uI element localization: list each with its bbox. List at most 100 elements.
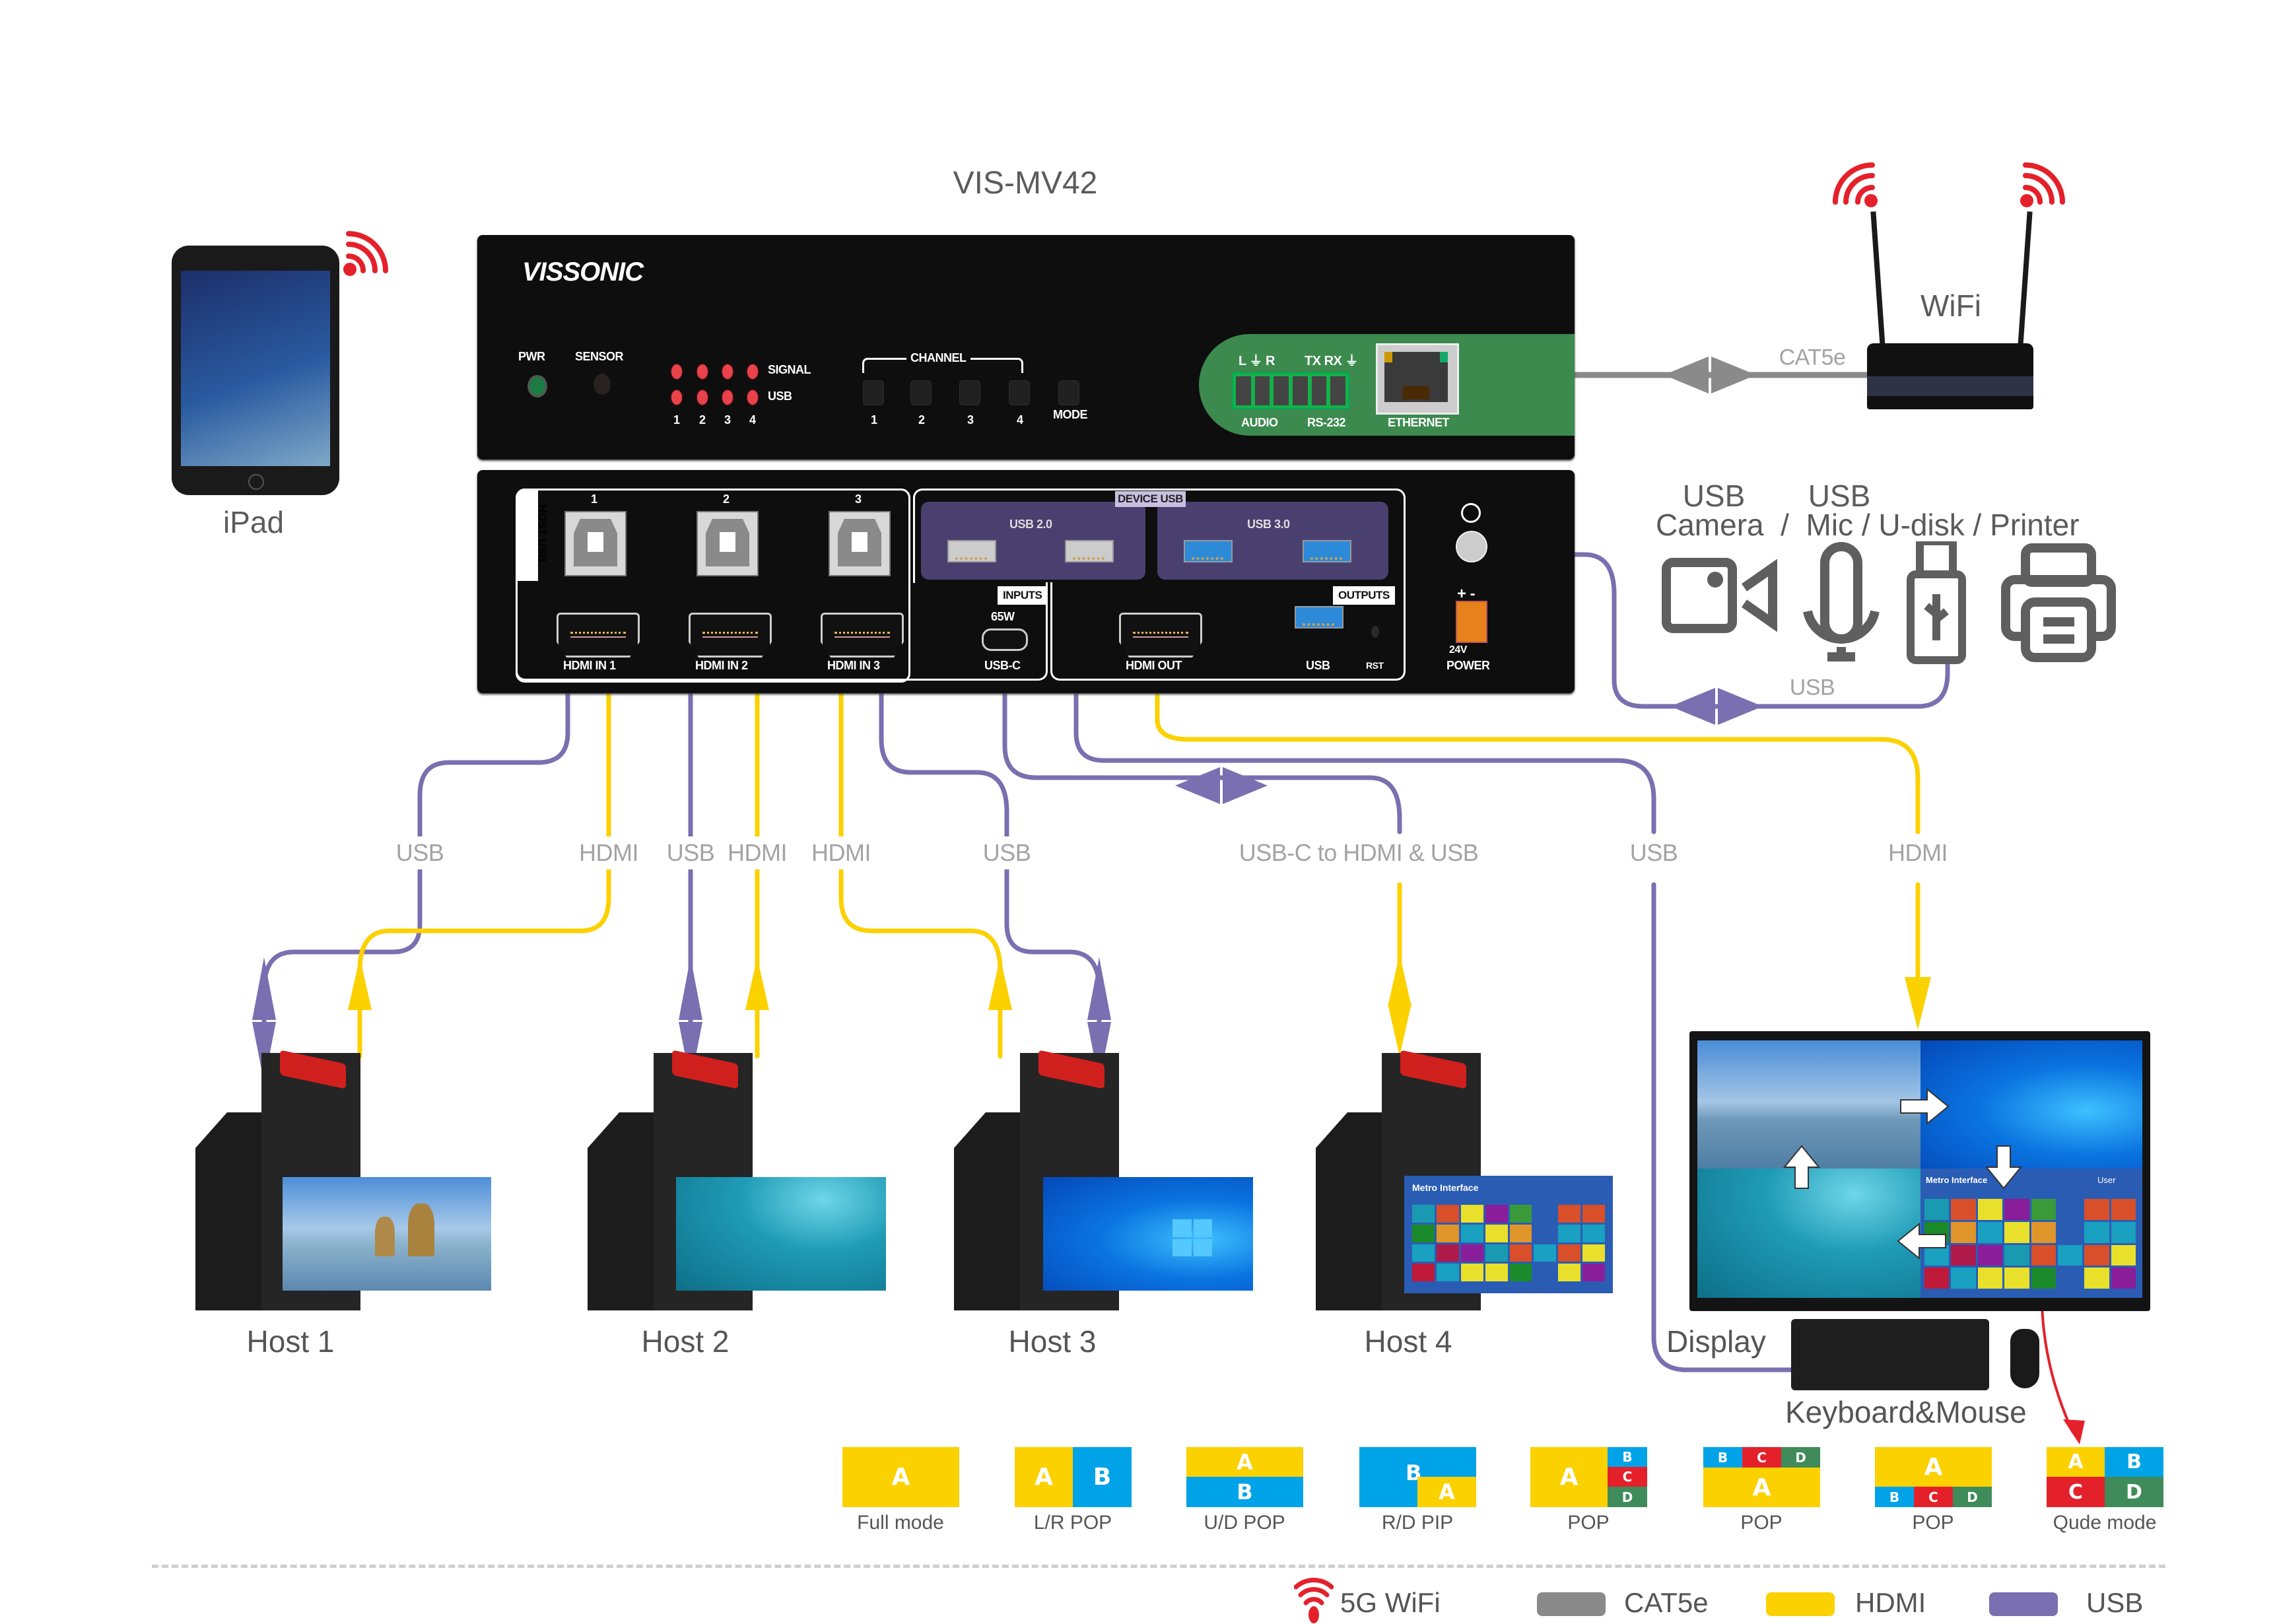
brand-logo: VISSONIC xyxy=(522,257,644,287)
mode-ud-pop: A B xyxy=(1186,1447,1303,1507)
ethernet-port[interactable] xyxy=(1376,343,1459,415)
hdmi-cable-host3 xyxy=(838,681,1003,1059)
host-2-screen xyxy=(676,1177,886,1291)
host-3-label: Host 3 xyxy=(1008,1324,1097,1359)
host-usb-port-3[interactable] xyxy=(829,511,891,576)
usb-arrow-junction xyxy=(1175,767,1268,804)
wifi-router xyxy=(1866,205,2035,409)
usb-out-port[interactable] xyxy=(1295,606,1343,628)
usb-led-4 xyxy=(747,390,758,405)
reset-button[interactable] xyxy=(1371,626,1379,638)
host-usb-number-2: 2 xyxy=(723,492,730,506)
signal-led-1 xyxy=(671,364,682,379)
led-number-4: 4 xyxy=(749,413,756,426)
host-usb-label-bg xyxy=(516,489,538,581)
device-usb30-port-2[interactable] xyxy=(1303,540,1351,562)
device-back-panel: HOST USB 1 2 3 DEVICE USB USB 2.0 USB 3.… xyxy=(477,470,1575,693)
audio-label: AUDIO xyxy=(1241,416,1278,429)
channel-button-4[interactable] xyxy=(1009,380,1030,405)
usb-cable-host3 xyxy=(879,565,1102,1092)
display-metro-title: Metro Interface xyxy=(1926,1175,1988,1185)
cat5e-arrow xyxy=(1664,356,1756,393)
hdmi-in-label-3: HDMI IN 3 xyxy=(827,659,880,672)
router-wifi-icon-left xyxy=(1833,162,1878,207)
mode-rd-pip: B A xyxy=(1359,1447,1476,1507)
cable-label-host4: USB-C to HDMI & USB xyxy=(1235,836,1483,869)
signal-led-3 xyxy=(722,364,733,379)
display-monitor: Metro Interface User xyxy=(1689,1031,2150,1311)
device-usb-label: DEVICE USB xyxy=(1115,491,1186,507)
usb30-label: USB 3.0 xyxy=(1247,518,1290,531)
mode-full: A xyxy=(842,1447,959,1507)
ground-screw xyxy=(1456,531,1487,562)
ethernet-label: ETHERNET xyxy=(1388,416,1450,429)
hdmi-in-port-3[interactable] xyxy=(821,613,904,658)
cable-label-host1-hdmi: HDMI xyxy=(575,836,642,869)
windows-logo-icon xyxy=(1172,1219,1212,1256)
usbc-label: USB-C xyxy=(984,659,1021,672)
outputs-section xyxy=(1050,582,1406,681)
usb20-label: USB 2.0 xyxy=(1009,518,1052,531)
usb-led-2 xyxy=(697,390,708,405)
hdmi-out-port[interactable] xyxy=(1119,613,1202,658)
host-1-label: Host 1 xyxy=(246,1324,335,1359)
display-quadrant-b xyxy=(1920,1040,2142,1168)
hdmi-in-port-2[interactable] xyxy=(689,613,772,658)
mode-button[interactable] xyxy=(1058,380,1079,405)
mode-pop-bottom-label: POP xyxy=(1912,1512,1954,1534)
power-polarity: + - xyxy=(1457,585,1476,603)
cable-label-host2-hdmi: HDMI xyxy=(724,836,791,869)
channel-label: CHANNEL xyxy=(906,351,970,365)
display-quadrant-a xyxy=(1697,1040,1920,1168)
usb-out-label: USB xyxy=(1306,659,1330,672)
ipad-wifi-icon xyxy=(343,231,388,276)
cable-label-host3-usb: USB xyxy=(978,836,1035,869)
channel-button-1[interactable] xyxy=(863,380,884,405)
legend-usb-label: USB xyxy=(2086,1587,2144,1618)
mode-quad-label: Qude mode xyxy=(2053,1512,2157,1534)
device-usb20-port-2[interactable] xyxy=(1065,540,1114,562)
channel-button-3[interactable] xyxy=(959,380,980,405)
legend-hdmi-label: HDMI xyxy=(1855,1587,1926,1618)
cable-label-host2-usb: USB xyxy=(662,836,719,869)
rs232-pin-labels: TX RX ⏚ xyxy=(1305,354,1358,368)
hdmi-cable-display xyxy=(1155,674,1920,834)
device-usb20-port-1[interactable] xyxy=(947,540,996,562)
mode-pop-bottom: A B C D xyxy=(1875,1447,1992,1507)
mode-label: MODE xyxy=(1053,408,1088,421)
usbc-port[interactable] xyxy=(982,628,1028,651)
display-label: Display xyxy=(1666,1324,1766,1359)
channel-button-2[interactable] xyxy=(910,380,932,405)
power-connector[interactable] xyxy=(1456,601,1487,643)
inputs-section xyxy=(516,582,1048,681)
legend-usb-swatch xyxy=(1989,1592,2058,1616)
metro-title: Metro Interface xyxy=(1412,1182,1479,1193)
usb-arrows-hosts xyxy=(252,957,1111,1083)
device-usb30-port-1[interactable] xyxy=(1184,540,1233,562)
display-quadrant-d: Metro Interface User xyxy=(1920,1168,2142,1298)
mode-quad: A B C D xyxy=(2047,1447,2163,1507)
host-usb-number-3: 3 xyxy=(855,492,862,506)
arrow-up-icon xyxy=(1783,1145,1821,1189)
terminal-block xyxy=(1232,372,1349,409)
host-usb-port-1[interactable] xyxy=(564,511,627,576)
usb-arrow-devices xyxy=(1670,688,1763,725)
hdmi-cable-host1 xyxy=(357,681,611,1059)
mode-pop-right-label: POP xyxy=(1567,1512,1610,1534)
usb-cable-host1 xyxy=(261,619,570,1092)
wifi-label: WiFi xyxy=(1920,288,1981,323)
arrow-down-icon xyxy=(1985,1145,2023,1190)
power-label: POWER xyxy=(1446,659,1490,672)
host-4-label: Host 4 xyxy=(1364,1324,1452,1359)
rs232-label: RS-232 xyxy=(1307,416,1346,429)
usb-led-label: USB xyxy=(768,389,792,403)
host-usb-port-2[interactable] xyxy=(697,511,759,576)
rst-label: RST xyxy=(1366,660,1384,671)
legend-wifi-icon xyxy=(1294,1578,1334,1623)
hdmi-in-port-1[interactable] xyxy=(557,613,640,658)
usb-cable-devices xyxy=(1377,552,1950,709)
usb-device-icons xyxy=(1662,541,2116,664)
hdmi-arrows-hosts xyxy=(348,954,1931,1056)
mode-lr-pop: A B xyxy=(1015,1447,1132,1507)
usb-mic-label-top: USB xyxy=(1808,479,1871,513)
